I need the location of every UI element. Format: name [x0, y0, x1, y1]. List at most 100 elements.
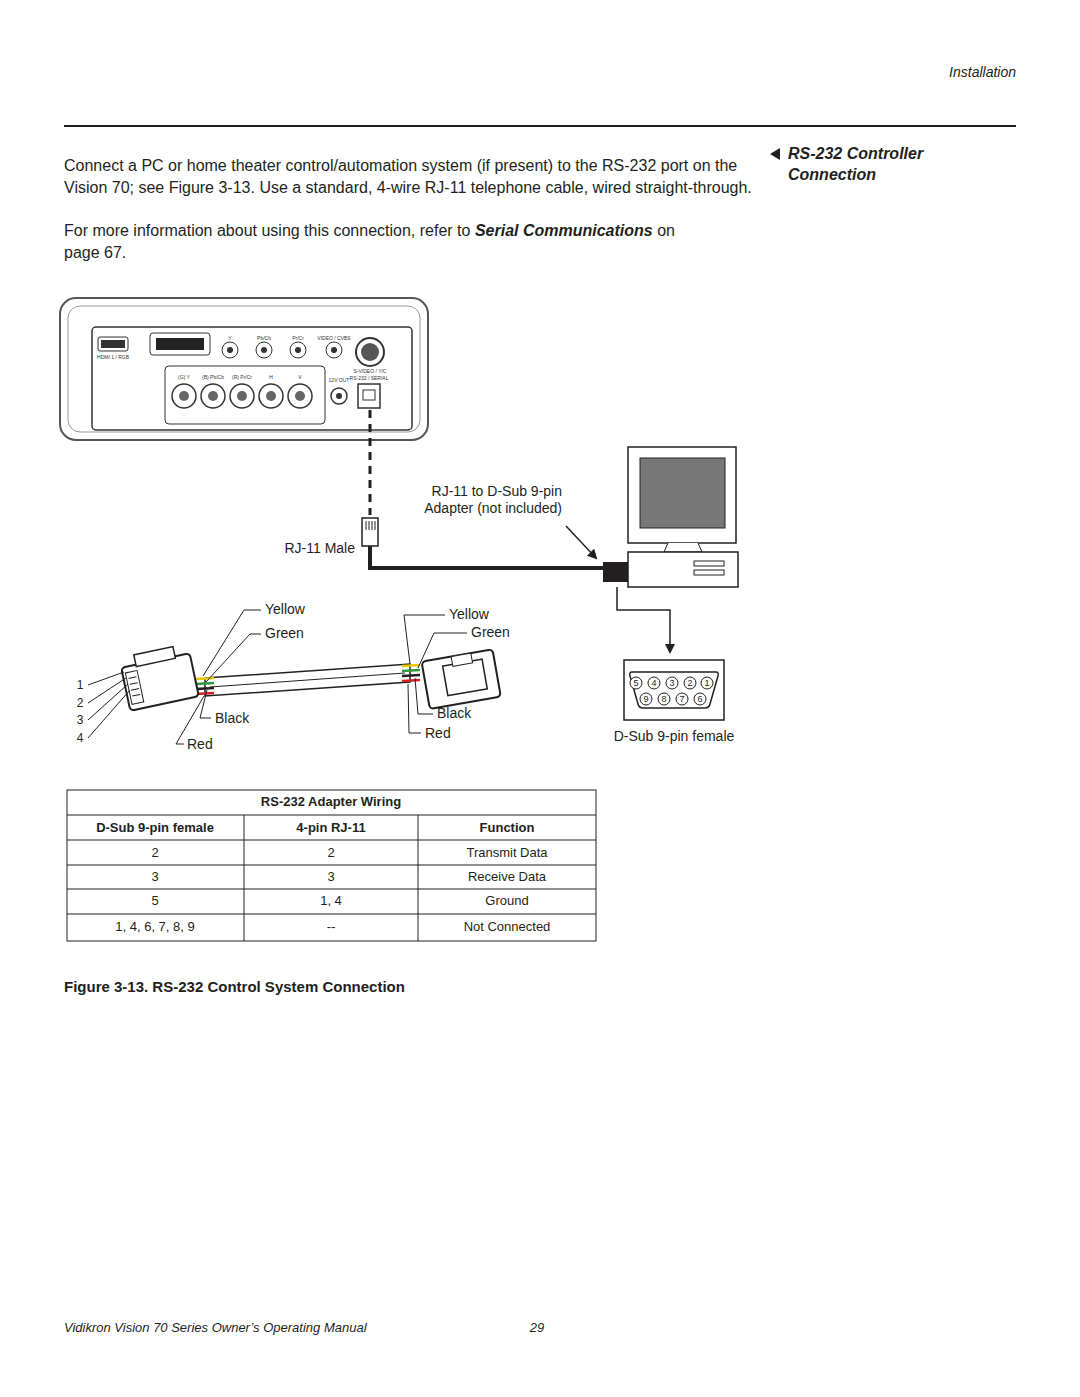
connector-label: D-Sub 9-pin female — [614, 728, 735, 745]
table-cell: Transmit Data — [466, 845, 547, 861]
table-header: 4-pin RJ-11 — [296, 820, 365, 836]
port-label: Pb/Cb — [257, 335, 271, 341]
callout-number: 1 — [77, 678, 84, 692]
drawing-part — [676, 693, 688, 705]
drawing-part — [203, 610, 244, 676]
drawing-part — [230, 384, 254, 408]
port-label: (R) Pr/Cr — [232, 374, 252, 380]
drawing-part — [640, 693, 652, 705]
plug-label: RJ-11 Male — [284, 540, 355, 557]
drawing-part — [630, 672, 719, 708]
drawing-part — [628, 447, 736, 543]
drawing-part — [402, 675, 420, 676]
drawing-part — [701, 677, 713, 689]
drawing-part — [288, 384, 312, 408]
port-label: VIDEO / CVBS — [317, 335, 350, 341]
drawing-part — [227, 347, 233, 353]
drawing-part — [366, 521, 375, 530]
wire-color: Black — [215, 710, 249, 727]
drawing-part — [402, 665, 420, 666]
callout-number: 3 — [77, 713, 84, 727]
callout-number: 2 — [77, 696, 84, 710]
drawing-part — [250, 634, 261, 635]
drawing-part — [404, 615, 445, 616]
drawing-part — [640, 458, 725, 528]
drawing-part — [125, 671, 143, 705]
running-header: Installation — [949, 64, 1016, 81]
wire-color: Black — [437, 705, 471, 722]
drawing-part — [369, 410, 372, 515]
drawing-part — [362, 518, 378, 546]
drawing-part — [88, 690, 130, 738]
drawing-part — [402, 680, 420, 681]
drawing-part — [131, 689, 139, 691]
drawing-part — [331, 388, 347, 404]
drawing-part — [361, 343, 379, 361]
drawing-part — [694, 693, 706, 705]
drawing-part — [664, 543, 702, 552]
drawing-part — [156, 338, 204, 350]
port-label: V — [298, 374, 301, 380]
pin-number: 3 — [669, 678, 674, 689]
drawing-part — [372, 521, 373, 530]
dsub-connector: D-Sub 9-pin female — [618, 656, 730, 748]
drawing-part — [244, 815, 245, 941]
drawing-part — [67, 815, 596, 816]
drawing-part — [92, 327, 412, 430]
pin-number: 4 — [651, 678, 656, 689]
drawing-part — [451, 653, 472, 666]
pin-number: 2 — [687, 678, 692, 689]
port-label: 12V OUT — [329, 377, 350, 383]
drawing-part — [60, 298, 428, 440]
table-cell: Receive Data — [468, 869, 546, 885]
drawing-part — [356, 338, 384, 366]
drawing-part — [205, 664, 410, 696]
drawing-part — [201, 384, 225, 408]
drawing-part — [256, 342, 272, 358]
drawing-part — [130, 683, 138, 685]
table-cell: 1, 4, 6, 7, 8, 9 — [115, 919, 195, 935]
pin-number: 7 — [679, 694, 684, 705]
drawing-part — [134, 647, 176, 667]
drawing-part — [630, 677, 642, 689]
drawing-part — [179, 391, 189, 401]
drawing-part — [67, 790, 596, 941]
sidebar-heading: RS-232 Controller Connection — [788, 143, 948, 185]
drawing-part — [370, 546, 605, 568]
drawing-part — [64, 125, 1016, 127]
port-label: RS-232 / SERIAL — [350, 375, 389, 381]
table-header: D-Sub 9-pin female — [96, 820, 214, 836]
callout-number: 4 — [77, 731, 84, 745]
drawing-part — [176, 744, 184, 745]
drawing-part — [418, 815, 419, 941]
port-label: (B) Pb/Cb — [202, 374, 224, 380]
drawing-part — [119, 643, 199, 710]
drawing-part — [658, 693, 670, 705]
drawing-part — [422, 649, 501, 709]
drawing-part — [295, 391, 305, 401]
port-label: Pr/Cr — [292, 335, 304, 341]
drawing-part — [409, 733, 421, 734]
drawing-part — [290, 342, 306, 358]
drawing-part — [566, 526, 596, 558]
drawing-part — [628, 552, 738, 587]
drawing-part — [369, 521, 370, 530]
drawing-part — [67, 840, 596, 841]
drawing-part — [666, 677, 678, 689]
page-footer: Vidikron Vision 70 Series Owner’s Operat… — [64, 1320, 367, 1336]
drawing-part — [101, 340, 125, 348]
wire-color: Red — [425, 725, 451, 742]
drawing-part — [98, 337, 128, 351]
table-cell: Ground — [485, 893, 528, 909]
drawing-part — [617, 587, 670, 652]
table-cell: 3 — [327, 869, 334, 885]
drawing-part — [67, 914, 596, 915]
drawing-part — [172, 384, 312, 408]
drawing-part — [88, 672, 130, 738]
port-label: Y — [228, 335, 231, 341]
wire-color: Green — [471, 624, 510, 641]
wire-color: Yellow — [265, 601, 305, 618]
table-cell: 1, 4 — [320, 893, 342, 909]
page-number: 29 — [530, 1320, 544, 1336]
